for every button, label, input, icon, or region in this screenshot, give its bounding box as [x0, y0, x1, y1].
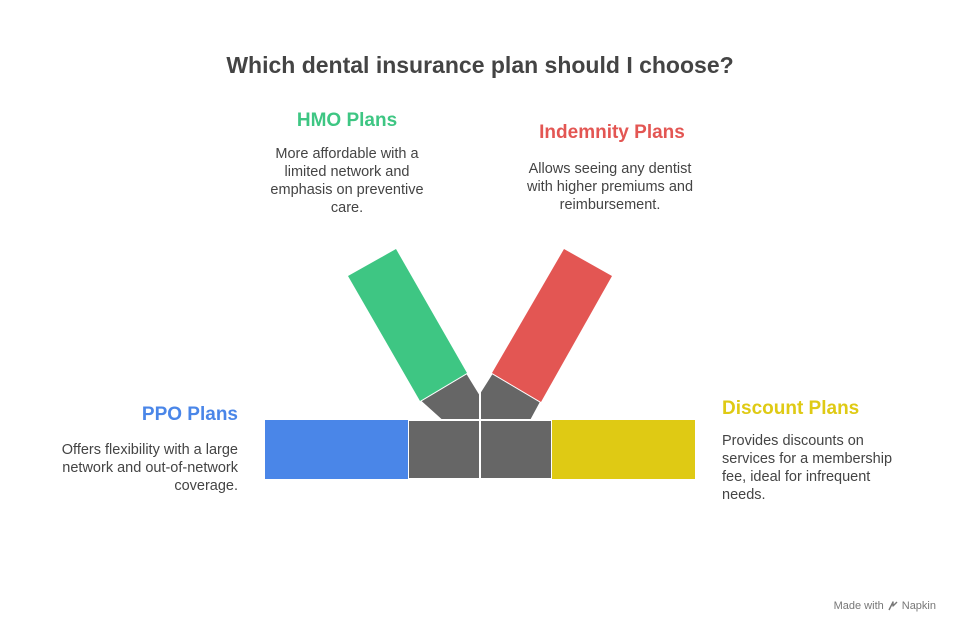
indemnity-bar: [492, 249, 612, 402]
made-with-label: Made with: [833, 600, 884, 612]
hmo-heading: HMO Plans: [296, 110, 398, 131]
ppo-heading: PPO Plans: [141, 404, 238, 425]
ppo-description: Offers flexibility with a large network …: [61, 442, 238, 494]
ppo-bar: [265, 420, 408, 479]
ppo-connector: [407, 419, 481, 480]
napkin-logo-icon: [888, 601, 898, 611]
discount-description: Provides discounts on services for a mem…: [722, 433, 893, 503]
indemnity-heading: Indemnity Plans: [539, 122, 685, 143]
hmo-bar: [348, 249, 467, 401]
discount-heading: Discount Plans: [722, 398, 860, 419]
napkin-brand: Napkin: [901, 600, 936, 612]
page-title: Which dental insurance plan should I cho…: [226, 52, 734, 78]
discount-bar: [552, 420, 695, 479]
footer-credit: Made with Napkin: [834, 600, 936, 612]
hmo-description: More affordable with a limited network a…: [270, 146, 424, 216]
indemnity-description: Allows seeing any dentist with higher pr…: [526, 161, 694, 213]
discount-connector: [479, 419, 553, 480]
